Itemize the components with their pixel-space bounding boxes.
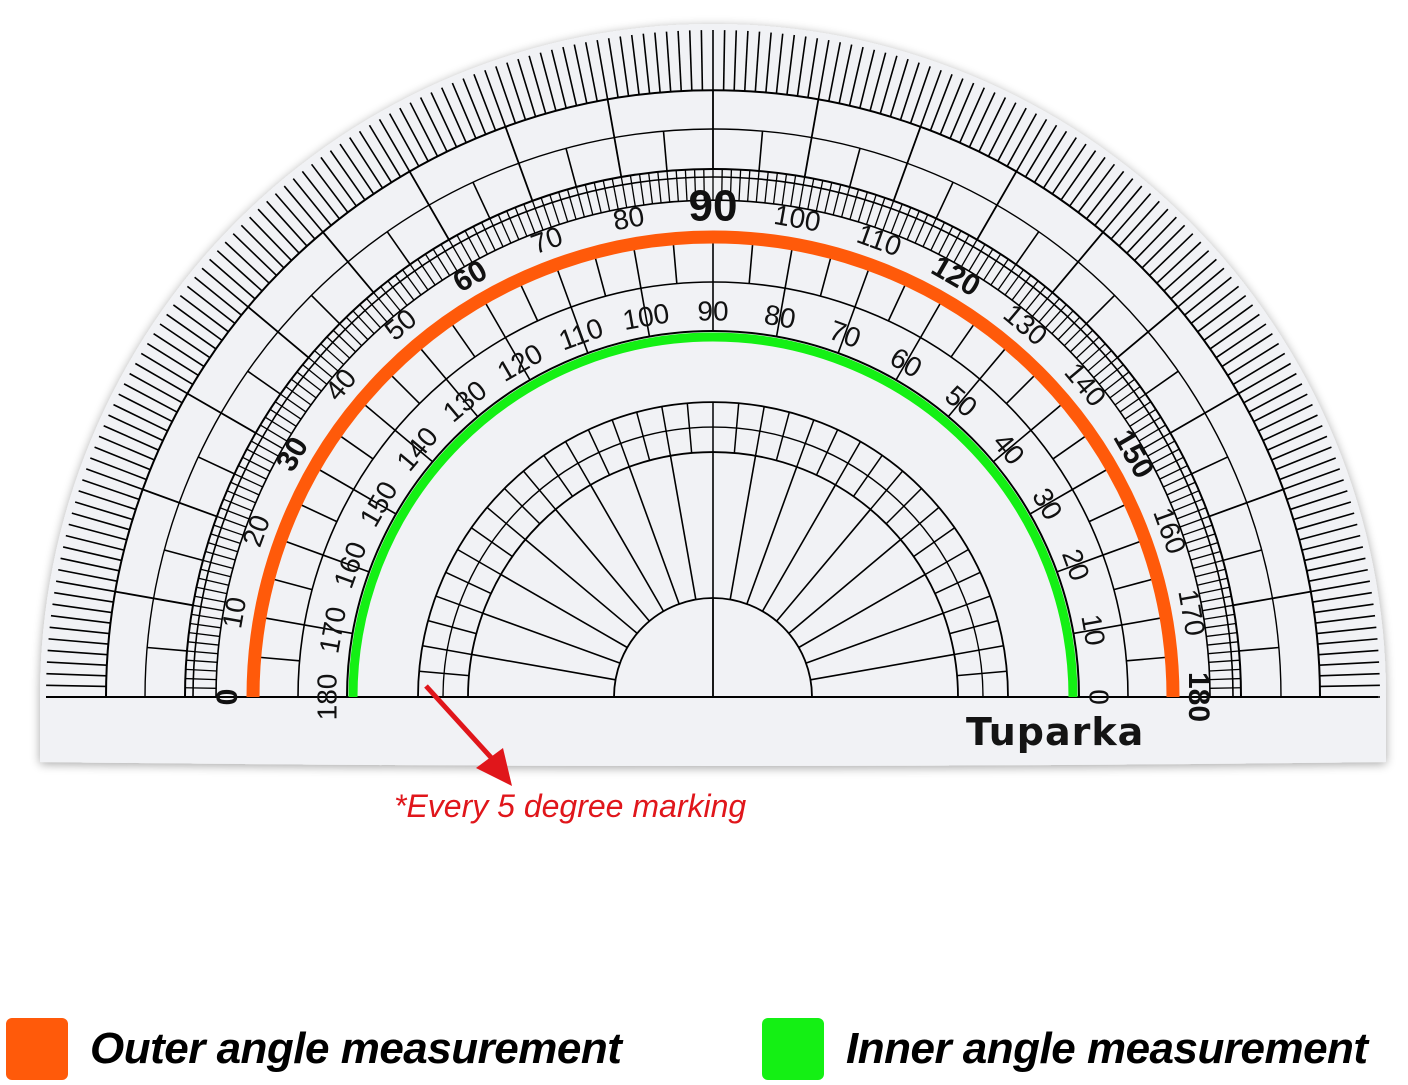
scale-tick-label: 90: [697, 295, 728, 326]
legend-item-outer: Outer angle measurement: [6, 1018, 622, 1080]
legend-label-outer: Outer angle measurement: [90, 1024, 622, 1073]
scale-tick-label: 10: [216, 595, 252, 631]
scale-tick-label: 180: [311, 674, 342, 721]
scale-tick-label: 0: [1084, 689, 1115, 705]
annotation-note: *Every 5 degree marking: [394, 788, 747, 824]
scale-tick-label: 80: [762, 299, 798, 335]
scale-tick-label: 180: [1182, 672, 1215, 722]
scale-arcs: [246, 230, 1180, 698]
outer-color-swatch: [6, 1018, 68, 1080]
outer-scale-arc: [246, 230, 1180, 698]
inner-scale-arc: [348, 332, 1078, 698]
legend-item-inner: Inner angle measurement: [762, 1018, 1368, 1080]
scale-tick-label: 80: [611, 200, 647, 236]
scale-tick-label: 0: [211, 689, 244, 706]
scale-tick-label: 10: [1075, 612, 1111, 648]
inner-color-swatch: [762, 1018, 824, 1080]
scale-tick-label: 90: [689, 182, 738, 231]
arrow-down-right-icon: [424, 684, 512, 786]
brand-logo: Tuparka: [966, 710, 1145, 754]
legend-label-inner: Inner angle measurement: [846, 1024, 1368, 1073]
